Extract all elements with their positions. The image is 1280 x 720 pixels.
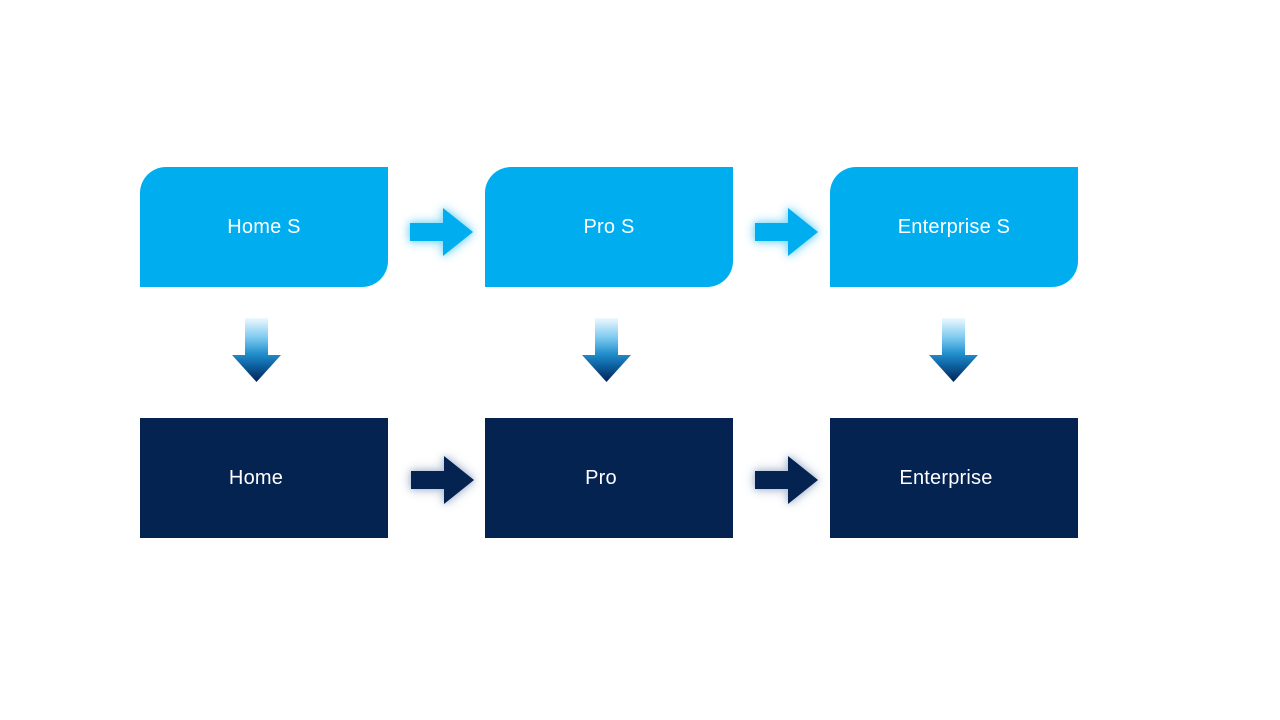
down-arrow-icon — [232, 318, 281, 382]
box-enterprise-s: Enterprise S — [830, 167, 1078, 287]
right-arrow-icon — [755, 208, 818, 256]
box-home: Home — [140, 418, 388, 538]
down-arrow-icon — [929, 318, 978, 382]
box-enterprise-label: Enterprise — [899, 466, 993, 489]
box-enterprise: Enterprise — [830, 418, 1078, 538]
down-arrow-icon — [582, 318, 631, 382]
box-home-s: Home S — [140, 167, 388, 287]
box-pro-label: Pro — [585, 466, 617, 489]
box-home-s-label: Home S — [227, 215, 301, 238]
box-home-label: Home — [228, 466, 284, 489]
right-arrow-icon — [755, 456, 818, 504]
box-pro-s: Pro S — [485, 167, 733, 287]
box-enterprise-s-label: Enterprise S — [897, 215, 1011, 238]
right-arrow-shape — [410, 208, 473, 256]
right-arrow-shape — [411, 456, 474, 504]
box-pro: Pro — [485, 418, 733, 538]
right-arrow-icon — [411, 456, 474, 504]
box-pro-s-label: Pro S — [583, 215, 635, 238]
right-arrow-icon — [410, 208, 473, 256]
right-arrow-shape — [755, 208, 818, 256]
right-arrow-shape — [755, 456, 818, 504]
